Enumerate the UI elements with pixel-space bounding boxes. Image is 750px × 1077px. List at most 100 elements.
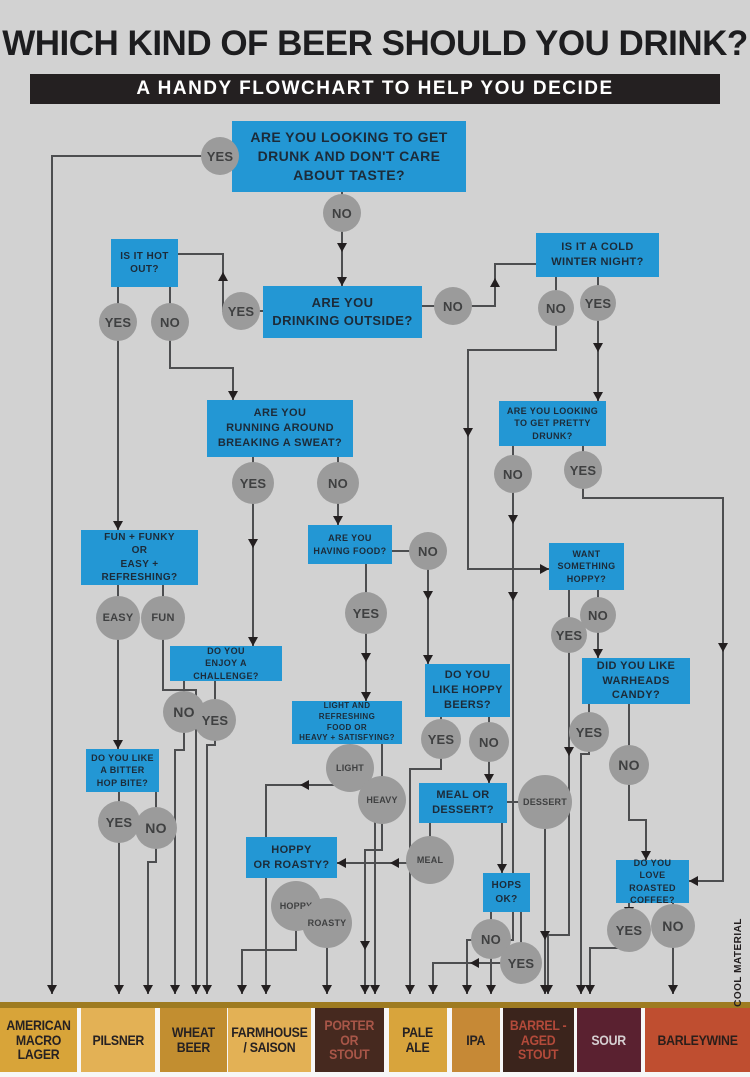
answer-bubble-warheads-no: NO: [609, 745, 649, 785]
arrowhead: [248, 637, 258, 646]
question-box-challenge: DO YOU ENJOY A CHALLENGE?: [170, 646, 282, 681]
arrowhead: [689, 876, 698, 886]
beer-category-label: PILSNER: [92, 1031, 144, 1048]
answer-bubble-outside-no: NO: [434, 287, 472, 325]
arrowhead: [322, 985, 332, 994]
arrowhead: [113, 740, 123, 749]
question-box-funky: FUN + FUNKY OR EASY + REFRESHING?: [81, 530, 198, 585]
arrowhead: [484, 774, 494, 783]
arrowhead: [337, 277, 347, 286]
arrowhead: [423, 591, 433, 600]
beer-category-label: WHEAT BEER: [172, 1024, 215, 1055]
arrowhead: [641, 851, 651, 860]
answer-bubble-food-yes: YES: [345, 592, 387, 634]
answer-bubble-pretty-yes: YES: [564, 451, 602, 489]
question-box-food: ARE YOU HAVING FOOD?: [308, 525, 392, 564]
answer-bubble-dessert: DESSERT: [518, 775, 572, 829]
arrowhead: [576, 985, 586, 994]
beer-category-label: PALE ALE: [402, 1024, 434, 1055]
question-box-hoppy-beers: DO YOU LIKE HOPPY BEERS?: [425, 664, 510, 717]
answer-bubble-pretty-no: NO: [494, 455, 532, 493]
arrowhead: [423, 655, 433, 664]
subtitle-bar: A HANDY FLOWCHART TO HELP YOU DECIDE: [30, 74, 720, 104]
arrowhead: [470, 958, 479, 968]
arrowhead: [497, 864, 507, 873]
beer-category-label: BARREL - AGED STOUT: [510, 1016, 567, 1063]
question-box-meal-dessert: MEAL OR DESSERT?: [419, 783, 507, 823]
answer-bubble-start-no: NO: [323, 194, 361, 232]
answer-bubble-warheads-yes: YES: [569, 712, 609, 752]
arrowhead: [428, 985, 438, 994]
connector-line: [547, 590, 570, 994]
answer-bubble-winter-yes: YES: [580, 285, 616, 321]
question-box-coffee: DO YOU LOVE ROASTED COFFEE?: [616, 858, 689, 905]
arrowhead: [370, 985, 380, 994]
arrowhead: [564, 747, 574, 756]
question-box-pretty-drunk: ARE YOU LOOKING TO GET PRETTY DRUNK?: [499, 401, 606, 446]
arrowhead: [113, 521, 123, 530]
answer-bubble-hot-no: NO: [151, 303, 189, 341]
arrowhead: [540, 564, 549, 574]
arrowhead: [360, 985, 370, 994]
connector-line: [432, 962, 503, 994]
question-box-outside: ARE YOU DRINKING OUTSIDE?: [263, 286, 422, 338]
arrowhead: [202, 985, 212, 994]
arrowhead: [486, 985, 496, 994]
question-box-want-hoppy: WANT SOMETHING HOPPY?: [549, 543, 624, 590]
beer-category-label: SOUR: [591, 1031, 627, 1048]
answer-bubble-hops-yes: YES: [500, 942, 542, 984]
beer-category-label: PORTER OR STOUT: [324, 1016, 375, 1063]
subtitle-text: A HANDY FLOWCHART TO HELP YOU DECIDE: [136, 78, 614, 99]
arrowhead: [114, 985, 124, 994]
arrowhead: [191, 985, 201, 994]
question-box-winter: IS IT A COLD WINTER NIGHT?: [536, 233, 659, 277]
arrowhead: [508, 592, 518, 601]
beer-category-9: SOUR: [577, 1008, 641, 1072]
question-box-light-heavy: LIGHT AND REFRESHING FOOD OR HEAVY + SAT…: [292, 701, 402, 744]
question-box-hot: IS IT HOT OUT?: [111, 239, 178, 287]
answer-bubble-winter-no: NO: [538, 290, 574, 326]
arrowhead: [333, 516, 343, 525]
answer-bubble-sweat-no: NO: [317, 462, 359, 504]
arrowhead: [218, 272, 228, 281]
question-box-bitter: DO YOU LIKE A BITTER HOP BITE?: [86, 749, 159, 792]
arrowhead: [337, 858, 346, 868]
beer-category-8: BARREL - AGED STOUT: [503, 1008, 574, 1072]
arrowhead: [228, 391, 238, 400]
arrowhead: [248, 539, 258, 548]
answer-bubble-bitter-yes: YES: [98, 801, 140, 843]
arrowhead: [390, 858, 399, 868]
answer-bubble-coffee-no: NO: [651, 904, 695, 948]
arrowhead: [508, 515, 518, 524]
beer-category-2: PILSNER: [81, 1008, 155, 1072]
arrowhead: [361, 692, 371, 701]
arrowhead: [593, 392, 603, 401]
answer-bubble-meal: MEAL: [406, 836, 454, 884]
arrowhead: [668, 985, 678, 994]
beer-category-label: FARMHOUSE / SAISON: [231, 1024, 308, 1055]
credit-text: COOL MATERIAL: [733, 918, 744, 1007]
beer-category-7: IPA: [452, 1008, 500, 1072]
arrowhead: [540, 931, 550, 940]
beer-category-4: FARMHOUSE / SAISON: [228, 1008, 311, 1072]
beer-category-10: BARLEYWINE: [645, 1008, 750, 1072]
arrowhead: [237, 985, 247, 994]
question-box-sweat: ARE YOU RUNNING AROUND BREAKING A SWEAT?: [207, 400, 353, 457]
answer-bubble-hot-yes: YES: [99, 303, 137, 341]
arrowhead: [361, 653, 371, 662]
beer-category-6: PALE ALE: [389, 1008, 447, 1072]
arrowhead: [47, 985, 57, 994]
answer-bubble-challenge-yes: YES: [194, 699, 236, 741]
beer-category-band: AMERICAN MACRO LAGER PILSNER WHEAT BEER FAR…: [0, 1002, 750, 1077]
answer-bubble-start-yes: YES: [201, 137, 239, 175]
arrowhead: [261, 985, 271, 994]
arrowhead: [593, 343, 603, 352]
question-box-warheads: DID YOU LIKE WARHEADS CANDY?: [582, 658, 690, 704]
arrowhead: [300, 780, 309, 790]
arrowhead: [463, 428, 473, 437]
answer-bubble-hoppy-beers-yes: YES: [421, 719, 461, 759]
connector-line: [241, 925, 297, 994]
arrowhead: [593, 649, 603, 658]
beer-category-1: AMERICAN MACRO LAGER: [0, 1008, 77, 1072]
